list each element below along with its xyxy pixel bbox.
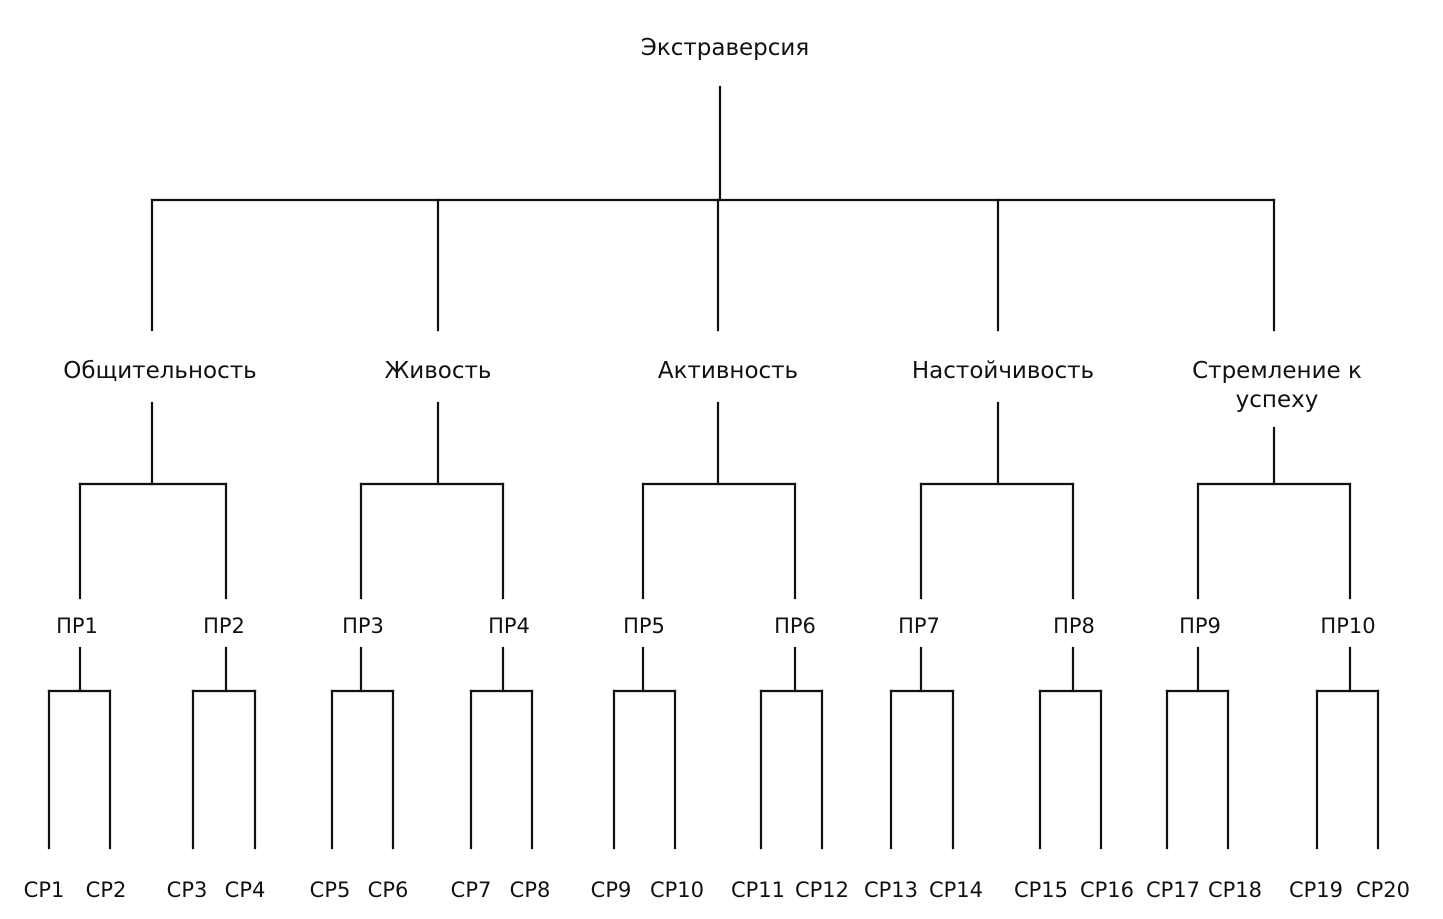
primary-label: ПР4 xyxy=(488,614,530,638)
primary-label: ПР6 xyxy=(774,614,816,638)
secondary-label: СР1 xyxy=(24,878,65,902)
secondary-label: СР3 xyxy=(167,878,208,902)
secondary-label: СР20 xyxy=(1356,878,1410,902)
primary-label: ПР2 xyxy=(203,614,245,638)
factor-label: Общительность xyxy=(63,358,256,384)
factor-label: Стремление к xyxy=(1192,358,1362,384)
primary-label: ПР3 xyxy=(342,614,384,638)
primary-label: ПР9 xyxy=(1179,614,1221,638)
secondary-label: СР14 xyxy=(929,878,983,902)
secondary-label: СР15 xyxy=(1014,878,1068,902)
secondary-label: СР11 xyxy=(731,878,785,902)
secondary-label: СР13 xyxy=(864,878,918,902)
factor-label: Активность xyxy=(658,358,798,384)
secondary-label: СР5 xyxy=(310,878,351,902)
primary-label: ПР7 xyxy=(898,614,940,638)
primary-label: ПР5 xyxy=(623,614,665,638)
primary-label: ПР8 xyxy=(1053,614,1095,638)
secondary-label: СР17 xyxy=(1146,878,1200,902)
root-label: Экстраверсия xyxy=(641,35,809,61)
factor-label: Живость xyxy=(385,358,492,384)
secondary-label: СР6 xyxy=(368,878,409,902)
secondary-label: СР10 xyxy=(650,878,704,902)
factor-label: успеху xyxy=(1236,387,1319,413)
secondary-label: СР9 xyxy=(591,878,632,902)
secondary-label: СР8 xyxy=(510,878,551,902)
primary-label: ПР1 xyxy=(56,614,98,638)
secondary-label: СР12 xyxy=(795,878,849,902)
primary-label: ПР10 xyxy=(1320,614,1375,638)
secondary-label: СР7 xyxy=(451,878,492,902)
secondary-label: СР2 xyxy=(86,878,127,902)
factor-label: Настойчивость xyxy=(912,358,1094,384)
secondary-label: СР18 xyxy=(1208,878,1262,902)
secondary-label: СР19 xyxy=(1289,878,1343,902)
secondary-label: СР16 xyxy=(1080,878,1134,902)
secondary-label: СР4 xyxy=(225,878,266,902)
